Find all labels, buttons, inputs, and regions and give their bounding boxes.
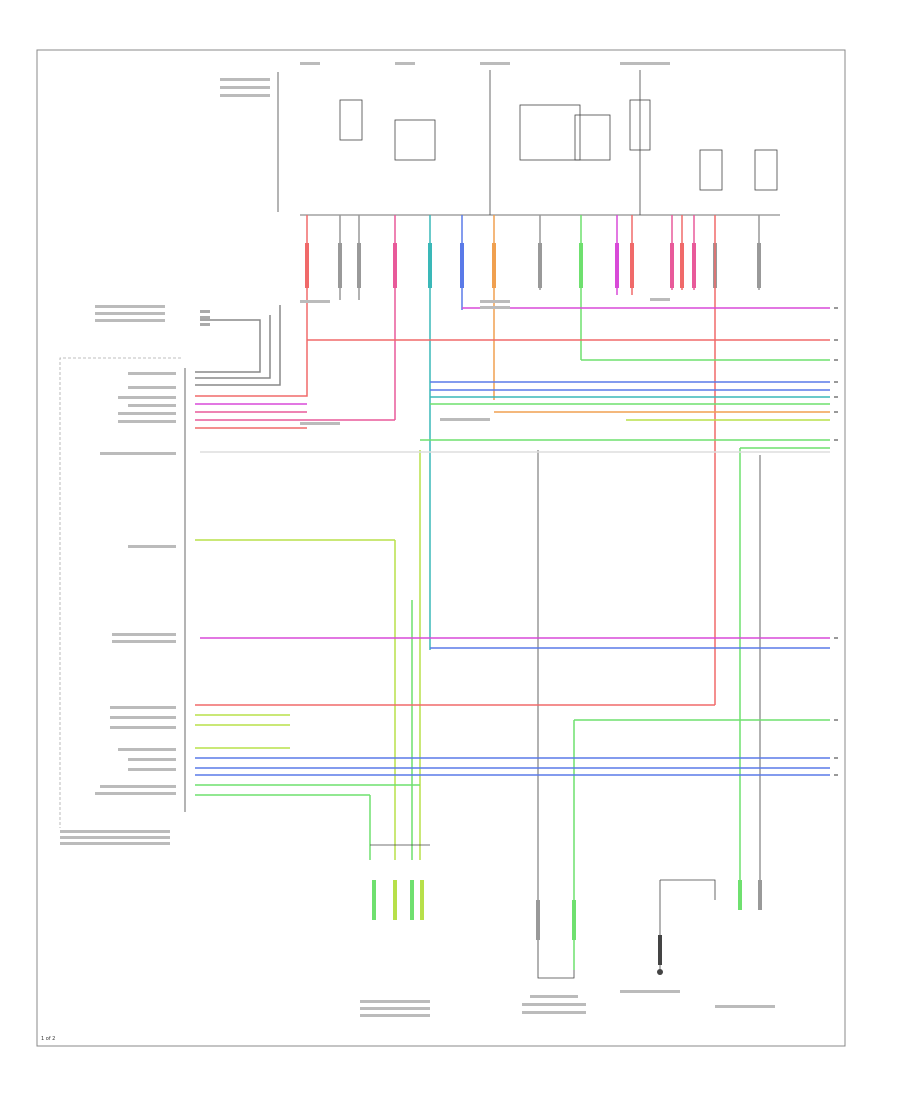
vertical-wires <box>306 215 761 970</box>
right-edge-markers <box>834 307 838 776</box>
pcm-wires <box>195 305 830 796</box>
top-connector-pins <box>305 243 761 288</box>
fuel-tank-pressure-sensor <box>360 844 430 1017</box>
pcm-pin-column <box>184 310 210 812</box>
pcm-labels <box>60 305 176 845</box>
top-labels <box>220 62 670 425</box>
diagram-frame <box>36 49 846 1047</box>
pcm-boundary <box>59 357 181 828</box>
page-code: 1 of 2 <box>41 1036 55 1042</box>
fuse-relay-block <box>277 70 780 216</box>
horizontal-wires <box>200 307 830 721</box>
electric-coolant-pump <box>620 879 775 1008</box>
thermostat-component <box>522 900 586 1014</box>
